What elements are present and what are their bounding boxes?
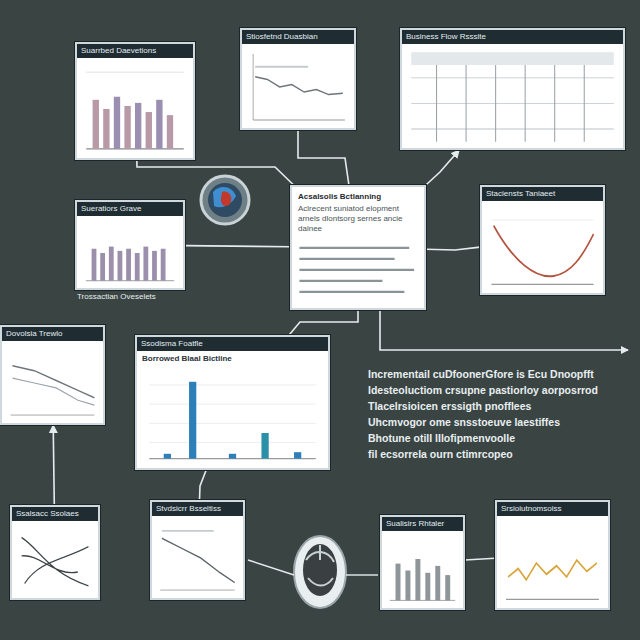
chart-panel: Sueratiors GraveTrossactian Oveselets: [75, 200, 185, 290]
panel-header: Staciensts Taniaeet: [482, 187, 603, 201]
chart-panel: Stvdsicrr Bsseltiss: [150, 500, 245, 600]
connector: [298, 130, 349, 185]
leader-line: [248, 560, 294, 575]
line-chart: [157, 521, 238, 595]
panel-caption: Trossactian Oveselets: [77, 292, 156, 302]
connector: [200, 470, 207, 500]
panel-header: Stiosfetnd Duasbian: [242, 30, 354, 44]
chart-panel: Staciensts Taniaeet: [480, 185, 605, 295]
chart-panel: Srsioiutnomsoiss: [495, 500, 610, 610]
panel-header: Suarrbed Daevetions: [77, 44, 193, 58]
panel-header: Dovolsia Trewlo: [2, 327, 103, 341]
bar-chart: [142, 369, 323, 465]
globe-icon: [201, 176, 249, 224]
text-lines: [297, 239, 419, 305]
flow-arrow: [380, 310, 628, 350]
chart-panel: Ssalsacc Ssolaes: [10, 505, 100, 600]
line-chart: [247, 49, 349, 125]
panel-header: Ssalsacc Ssolaes: [12, 507, 98, 521]
line-chart: [7, 346, 98, 420]
panel-subtitle: Borrowed Blaal Bictline: [137, 351, 328, 364]
note-text: fil ecsorrela ourn ctimrcopeo: [368, 446, 632, 462]
panel-header: Ssodisma Foatfle: [137, 337, 328, 351]
bar-chart: [82, 221, 178, 285]
panel-header: Srsioiutnomsoiss: [497, 502, 608, 516]
connector: [53, 425, 54, 505]
chart-panel: Suarrbed Daevetions: [75, 42, 195, 160]
bar-chart: [387, 536, 458, 605]
panel-header: Business Flow Rsssite: [402, 30, 623, 44]
note-text: Incrementail cuDfoonerGfore is Ecu Dnoop…: [368, 366, 632, 382]
line-chart: [17, 526, 93, 595]
document-panel: Acsalsolis BctlanningAclrecent suniatod …: [290, 185, 426, 310]
line-chart: [487, 206, 598, 290]
panel-header: Stvdsicrr Bsseltiss: [152, 502, 243, 516]
leader-line: [346, 574, 378, 575]
panel-header: Sualisirs Rhtaler: [382, 517, 463, 531]
line-chart: [502, 521, 603, 605]
panel-header: Sueratiors Grave: [77, 202, 183, 216]
chart-panel: Business Flow Rsssite: [400, 28, 625, 150]
chart-panel: Dovolsia Trewlo: [0, 325, 105, 425]
note-text: Tlacelrsioicen erssigth pnofflees: [368, 398, 632, 414]
connector: [465, 558, 495, 560]
panel-body: Aclrecent suniatod elopment arnels dlont…: [292, 204, 424, 234]
panel-heading: Acsalsolis Bctlanning: [292, 187, 424, 204]
mouse-icon: [294, 536, 346, 608]
chart-panel: Stiosfetnd Duasbian: [240, 28, 356, 130]
connector: [426, 150, 459, 185]
bar-chart: [82, 63, 188, 155]
connector: [185, 246, 290, 247]
table-grid: [407, 49, 618, 145]
chart-panel: Sualisirs Rhtaler: [380, 515, 465, 610]
chart-panel: Ssodisma FoatfleBorrowed Blaal Bictline: [135, 335, 330, 470]
connector: [289, 310, 358, 335]
connector: [426, 247, 480, 250]
connector: [137, 160, 294, 185]
note-text: Bhotune otilI lIlofipmenvoolle: [368, 430, 632, 446]
note-text: Idesteoluctiom crsupne pastiorloy aorpos…: [368, 382, 632, 398]
note-text: Uhcmvogor ome snsstoeuve laestiffes: [368, 414, 632, 430]
